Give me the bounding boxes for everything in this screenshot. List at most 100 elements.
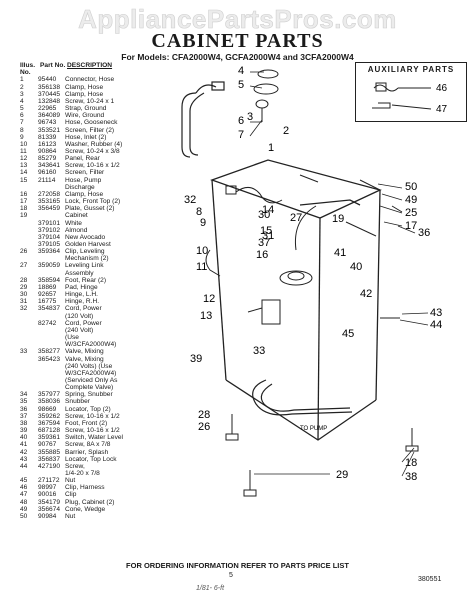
part-description: Complete Valve)	[65, 384, 114, 392]
callout-50: 50	[405, 181, 417, 193]
illus-no: 35	[20, 398, 28, 406]
part-no: 132848	[38, 97, 61, 105]
part-no: 365423	[38, 355, 61, 363]
parts-list-header: Illus. No. Part No. DESCRIPTION	[18, 62, 168, 76]
parts-row: (240 Volts) (Use	[18, 363, 168, 370]
callout-leader-25	[379, 205, 403, 214]
part-description: Cord, Power	[65, 319, 102, 327]
illus-no: 28	[20, 276, 28, 284]
illus-no: 14	[20, 169, 28, 177]
parts-row: Mechanism (2)	[18, 255, 168, 262]
callout-9: 9	[200, 217, 206, 229]
part-description: (Serviced Only As	[65, 376, 118, 384]
part-no: 22965	[38, 105, 57, 113]
callout-leader-36	[397, 225, 416, 234]
callout-15: 15	[260, 225, 272, 237]
pump-hose-part	[252, 379, 353, 416]
illus-no: 45	[20, 477, 28, 485]
part-no: 370445	[38, 90, 61, 98]
part-description: Hose, Gooseneck	[65, 119, 118, 127]
illus-no: 15	[20, 176, 28, 184]
part-description: New Avocado	[65, 233, 106, 241]
callout-leader-18	[401, 447, 415, 463]
part-description: Clip, Harness	[65, 484, 105, 492]
part-description: Clamp, Hose	[65, 190, 104, 198]
part-description: Hinge, R.H.	[65, 298, 100, 306]
auxiliary-parts-box: AUXILIARY PARTS 46 47	[355, 62, 467, 122]
part-no: 687128	[38, 427, 61, 435]
part-no: 358036	[38, 398, 61, 406]
water-level-switch-part	[279, 270, 313, 286]
callout-43: 43	[430, 307, 442, 319]
part-description: Screw, 10-24 x 3/8	[65, 147, 120, 155]
part-no: 357977	[38, 391, 61, 399]
part-no: 379105	[38, 241, 61, 248]
callout-31: 31	[262, 230, 274, 242]
part-description: Strap, Ground	[65, 105, 107, 113]
to-pump-label: TO PUMP	[300, 426, 327, 432]
part-no: 98669	[38, 405, 57, 413]
part-description: Locator, Top Lock	[65, 455, 117, 463]
callout-14: 14	[262, 204, 274, 216]
illus-no: 41	[20, 441, 28, 449]
part-description: Clip, Leveling	[65, 248, 105, 256]
part-no: 271172	[38, 477, 60, 485]
illus-no: 31	[20, 298, 28, 306]
part-no: 95440	[38, 76, 57, 84]
part-description: Screw,	[65, 462, 85, 470]
part-description: Screw, 10-24 x 1	[65, 97, 115, 105]
callout-25: 25	[405, 207, 417, 219]
callout-leader-5	[249, 85, 263, 89]
part-description: Mechanism (2)	[65, 255, 109, 263]
callout-42: 42	[360, 288, 372, 300]
part-no: 358277	[38, 348, 61, 356]
illus-no: 13	[20, 162, 28, 170]
handwritten-note: 1/81- 6-ft	[196, 585, 225, 592]
part-description: Assembly	[65, 269, 94, 277]
part-no: 364089	[38, 112, 61, 120]
callout-leader-17	[383, 221, 403, 227]
parts-row: Discharge	[18, 184, 168, 191]
callout-17: 17	[405, 220, 417, 232]
auxiliary-parts-title: AUXILIARY PARTS	[367, 65, 455, 74]
part-description: Foot, Front (2)	[65, 419, 108, 427]
part-no: 359361	[38, 434, 61, 442]
callout-45: 45	[342, 328, 354, 340]
part-description: Plate, Gusset (2)	[65, 205, 115, 213]
callout-16: 16	[256, 249, 268, 261]
part-description: Lock, Front Top (2)	[65, 198, 121, 206]
part-description: (240 Volts) (Use	[65, 362, 113, 370]
models-subtitle: For Models: CFA2000W4, GCFA2000W4 and 3C…	[121, 52, 354, 62]
callout-12: 12	[203, 293, 215, 305]
part-description: Hose, Pump	[65, 176, 102, 184]
part-description: Barrier, Splash	[65, 448, 109, 456]
illus-no: 38	[20, 419, 28, 427]
callout-leader-49	[381, 193, 403, 201]
part-description: Almond	[65, 226, 88, 234]
callout-1: 1	[268, 142, 274, 154]
part-description: Panel, Rear	[65, 155, 100, 163]
part-no: 90864	[38, 147, 57, 155]
parts-row: (Serviced Only As	[18, 377, 168, 384]
description-header: DESCRIPTION	[67, 62, 113, 69]
illus-no: 46	[20, 484, 28, 492]
aux-callout-47: 47	[436, 104, 448, 115]
callout-26: 26	[198, 421, 210, 433]
